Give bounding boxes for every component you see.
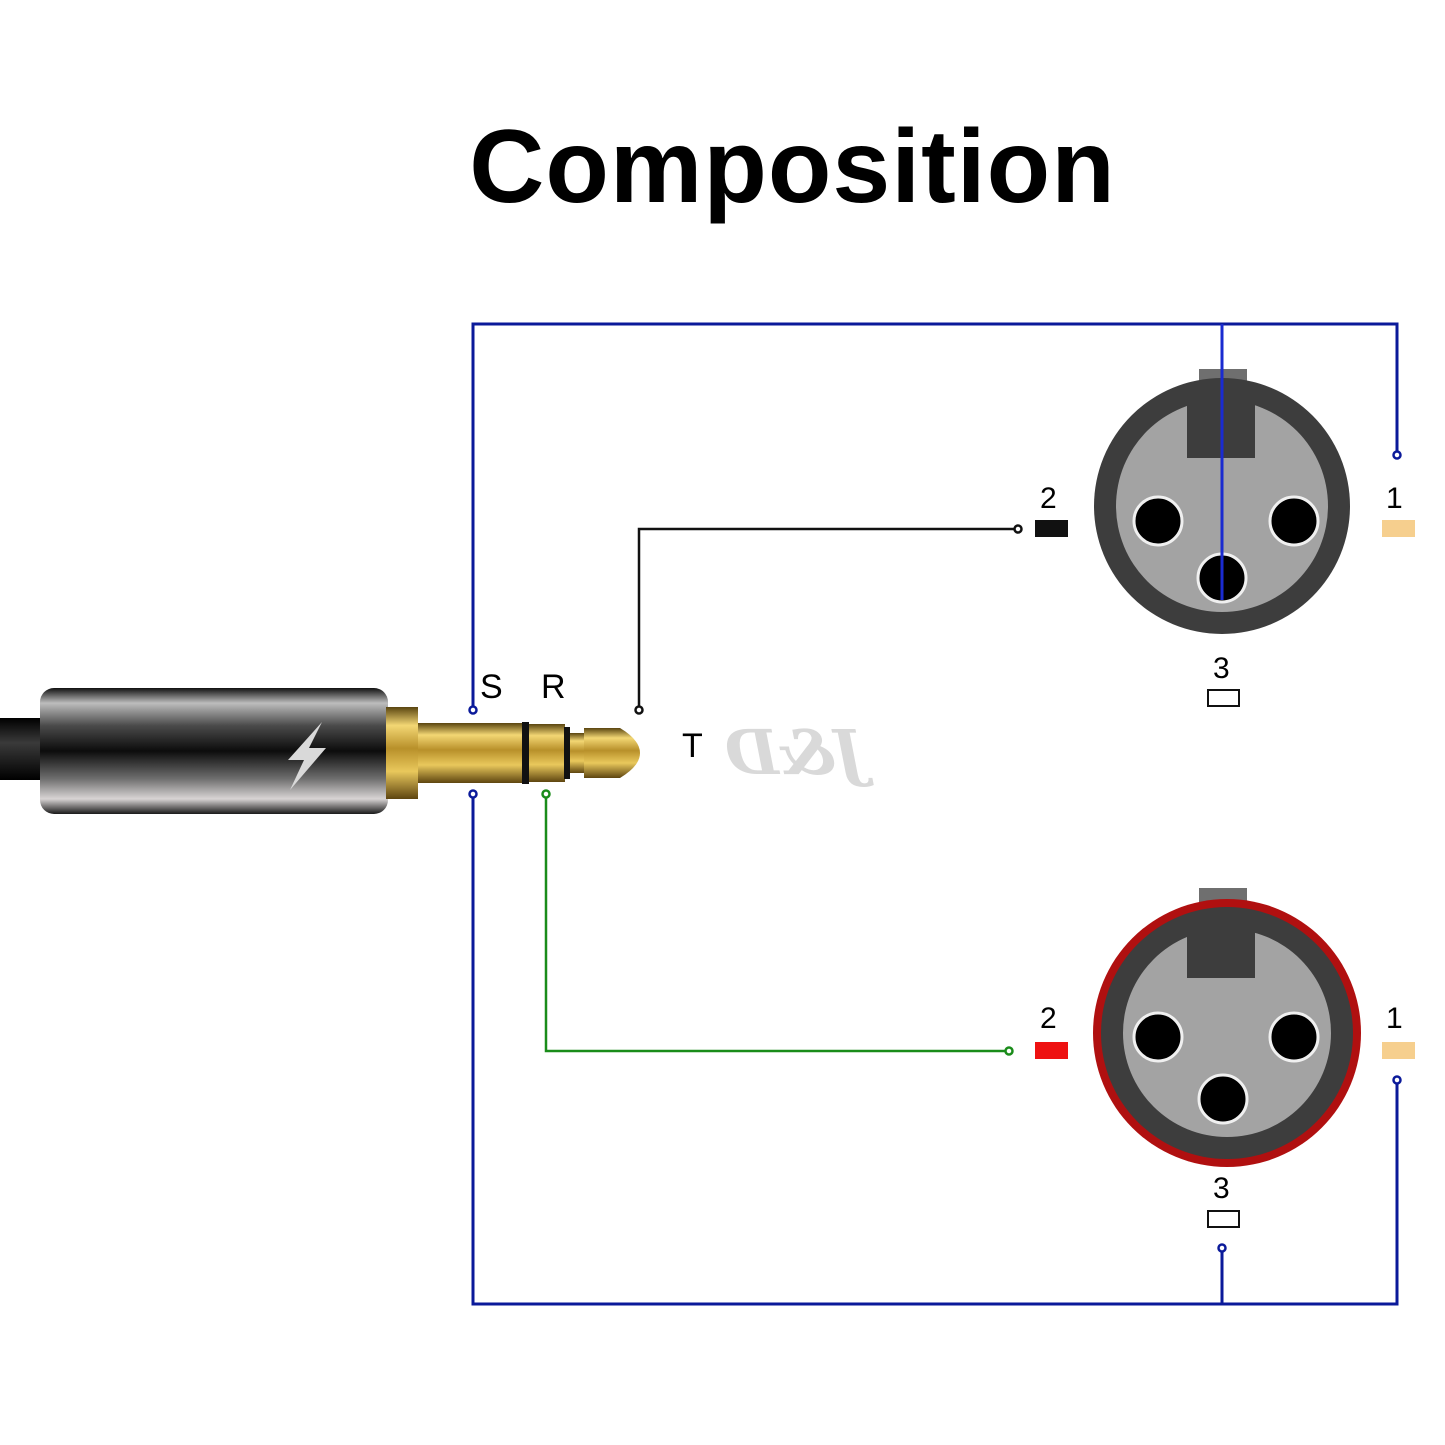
socket-pin3 bbox=[1197, 1073, 1249, 1125]
xlr-bottom-pin3-number: 3 bbox=[1213, 1172, 1230, 1205]
socket-pin2 bbox=[1132, 1011, 1184, 1063]
brand-logo-text: J&D bbox=[725, 716, 874, 789]
label-sleeve: S bbox=[480, 668, 503, 706]
terminal-xlr-top-pin1 bbox=[1392, 450, 1402, 460]
tip-wire bbox=[637, 527, 1016, 708]
insulator-1 bbox=[522, 722, 529, 784]
plug-neck bbox=[570, 733, 584, 773]
terminal-sleeve-top bbox=[468, 705, 478, 715]
terminal-xlr-top-pin2 bbox=[1013, 524, 1023, 534]
xlr-connector-top bbox=[1094, 324, 1350, 634]
xlr-face bbox=[1123, 929, 1331, 1137]
plug-sleeve bbox=[418, 723, 524, 783]
plug-collar bbox=[386, 707, 418, 799]
wire-terminals bbox=[468, 450, 1402, 1253]
xlr-socket-holes bbox=[1132, 1011, 1320, 1125]
xlr-top-pin1-number: 1 bbox=[1386, 482, 1403, 515]
socket-pin1 bbox=[1268, 1011, 1320, 1063]
sleeve-wire-bottom bbox=[471, 796, 1399, 1306]
xlr-bottom-pin2-number: 2 bbox=[1040, 1002, 1057, 1035]
terminal-xlr-bottom-pin2 bbox=[1004, 1046, 1014, 1056]
xlr-top-pin2-swatch bbox=[1035, 520, 1068, 537]
xlr-top-pin3-number: 3 bbox=[1213, 652, 1230, 685]
plug-ring bbox=[529, 724, 565, 782]
terminal-ring bbox=[541, 789, 551, 799]
xlr-top-pin2-number: 2 bbox=[1040, 482, 1057, 515]
xlr-bottom-pin1-number: 1 bbox=[1386, 1002, 1403, 1035]
terminal-sleeve-bottom bbox=[468, 789, 478, 799]
xlr-top-pin3-swatch bbox=[1207, 689, 1240, 707]
terminal-xlr-bottom-pin1 bbox=[1392, 1075, 1402, 1085]
terminal-xlr-bottom-pin3 bbox=[1217, 1243, 1227, 1253]
plug-tip bbox=[584, 728, 640, 778]
label-tip: T bbox=[682, 727, 703, 765]
terminal-tip bbox=[634, 705, 644, 715]
trs-plug: J&D bbox=[0, 688, 874, 814]
ring-wire bbox=[544, 796, 1008, 1053]
label-ring: R bbox=[541, 668, 566, 706]
socket-pin2 bbox=[1132, 495, 1184, 547]
plug-barrel bbox=[40, 688, 388, 814]
lightning-bolt-icon bbox=[288, 722, 326, 790]
socket-pin1 bbox=[1268, 495, 1320, 547]
insulator-2 bbox=[564, 727, 570, 779]
sleeve-wire-top bbox=[471, 322, 1399, 710]
brand-logo: J&D bbox=[288, 716, 874, 790]
xlr-connector-bottom bbox=[1093, 888, 1361, 1167]
xlr-bottom-pin1-swatch bbox=[1382, 1042, 1415, 1059]
xlr-top-pin1-swatch bbox=[1382, 520, 1415, 537]
xlr-bottom-pin2-swatch bbox=[1035, 1042, 1068, 1059]
diagram-title: Composition bbox=[469, 109, 1116, 225]
xlr-bottom-pin3-swatch bbox=[1207, 1210, 1240, 1228]
xlr-key-slot bbox=[1187, 918, 1255, 978]
